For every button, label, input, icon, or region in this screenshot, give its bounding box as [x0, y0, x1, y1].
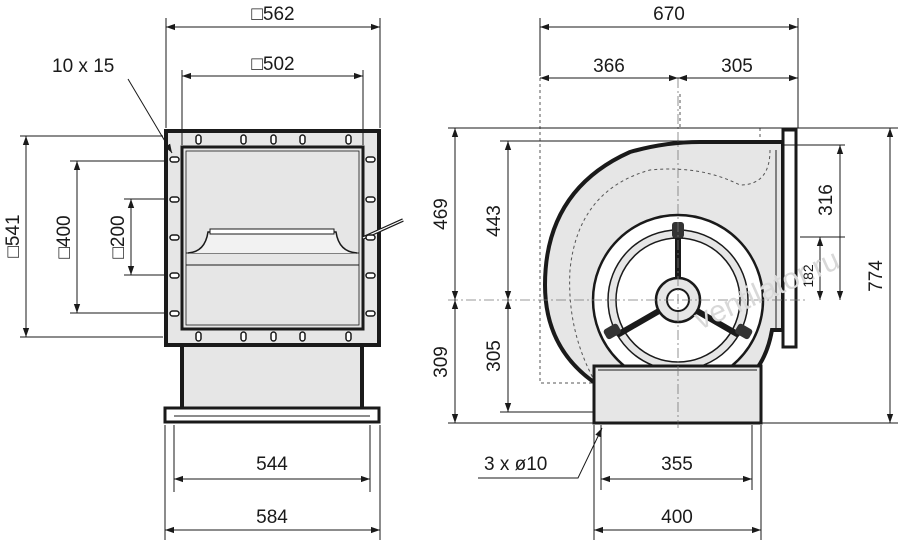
label-544: 544	[256, 454, 288, 475]
label-mount-holes: 3 x ø10	[484, 454, 547, 475]
front-view: □562 □502 10 x 15 □541 □400 □200 544 584	[3, 4, 404, 540]
label-400: □400	[54, 215, 75, 258]
side-extension-lines	[448, 18, 898, 540]
label-541: □541	[3, 214, 24, 257]
front-slots-top	[195, 134, 352, 145]
label-182: 182	[800, 264, 816, 288]
label-309: 309	[431, 346, 452, 378]
front-extension-lines	[20, 18, 381, 540]
front-base-plate	[163, 406, 381, 424]
label-443: 443	[484, 205, 505, 237]
label-366: 366	[593, 56, 625, 77]
label-355: 355	[661, 454, 693, 475]
side-outlet-flange	[781, 128, 798, 349]
label-502: □502	[251, 54, 294, 75]
leader-hole-spec	[127, 78, 173, 154]
front-shaft-collar	[209, 228, 335, 235]
front-inlet-inner	[185, 150, 360, 326]
label-562: □562	[251, 4, 294, 25]
label-305-h: 305	[721, 56, 753, 77]
label-305-v: 305	[484, 340, 505, 372]
side-base	[592, 364, 763, 425]
label-hole-spec: 10 x 15	[52, 56, 114, 77]
front-slots-bottom	[195, 331, 352, 342]
label-670: 670	[653, 4, 685, 25]
front-slots-right	[365, 156, 376, 317]
front-stand-body	[181, 344, 363, 409]
leader-mount-holes	[478, 427, 603, 479]
front-shaft	[187, 231, 358, 254]
label-774: 774	[866, 260, 887, 292]
front-slots-left	[169, 156, 180, 317]
label-200: □200	[108, 215, 129, 258]
label-316: 316	[816, 184, 837, 216]
label-584: 584	[256, 507, 288, 528]
label-469: 469	[431, 198, 452, 230]
label-400-h: 400	[661, 507, 693, 528]
side-view: ventilator.ru 670 366 305 469 443 309 30…	[431, 4, 898, 540]
